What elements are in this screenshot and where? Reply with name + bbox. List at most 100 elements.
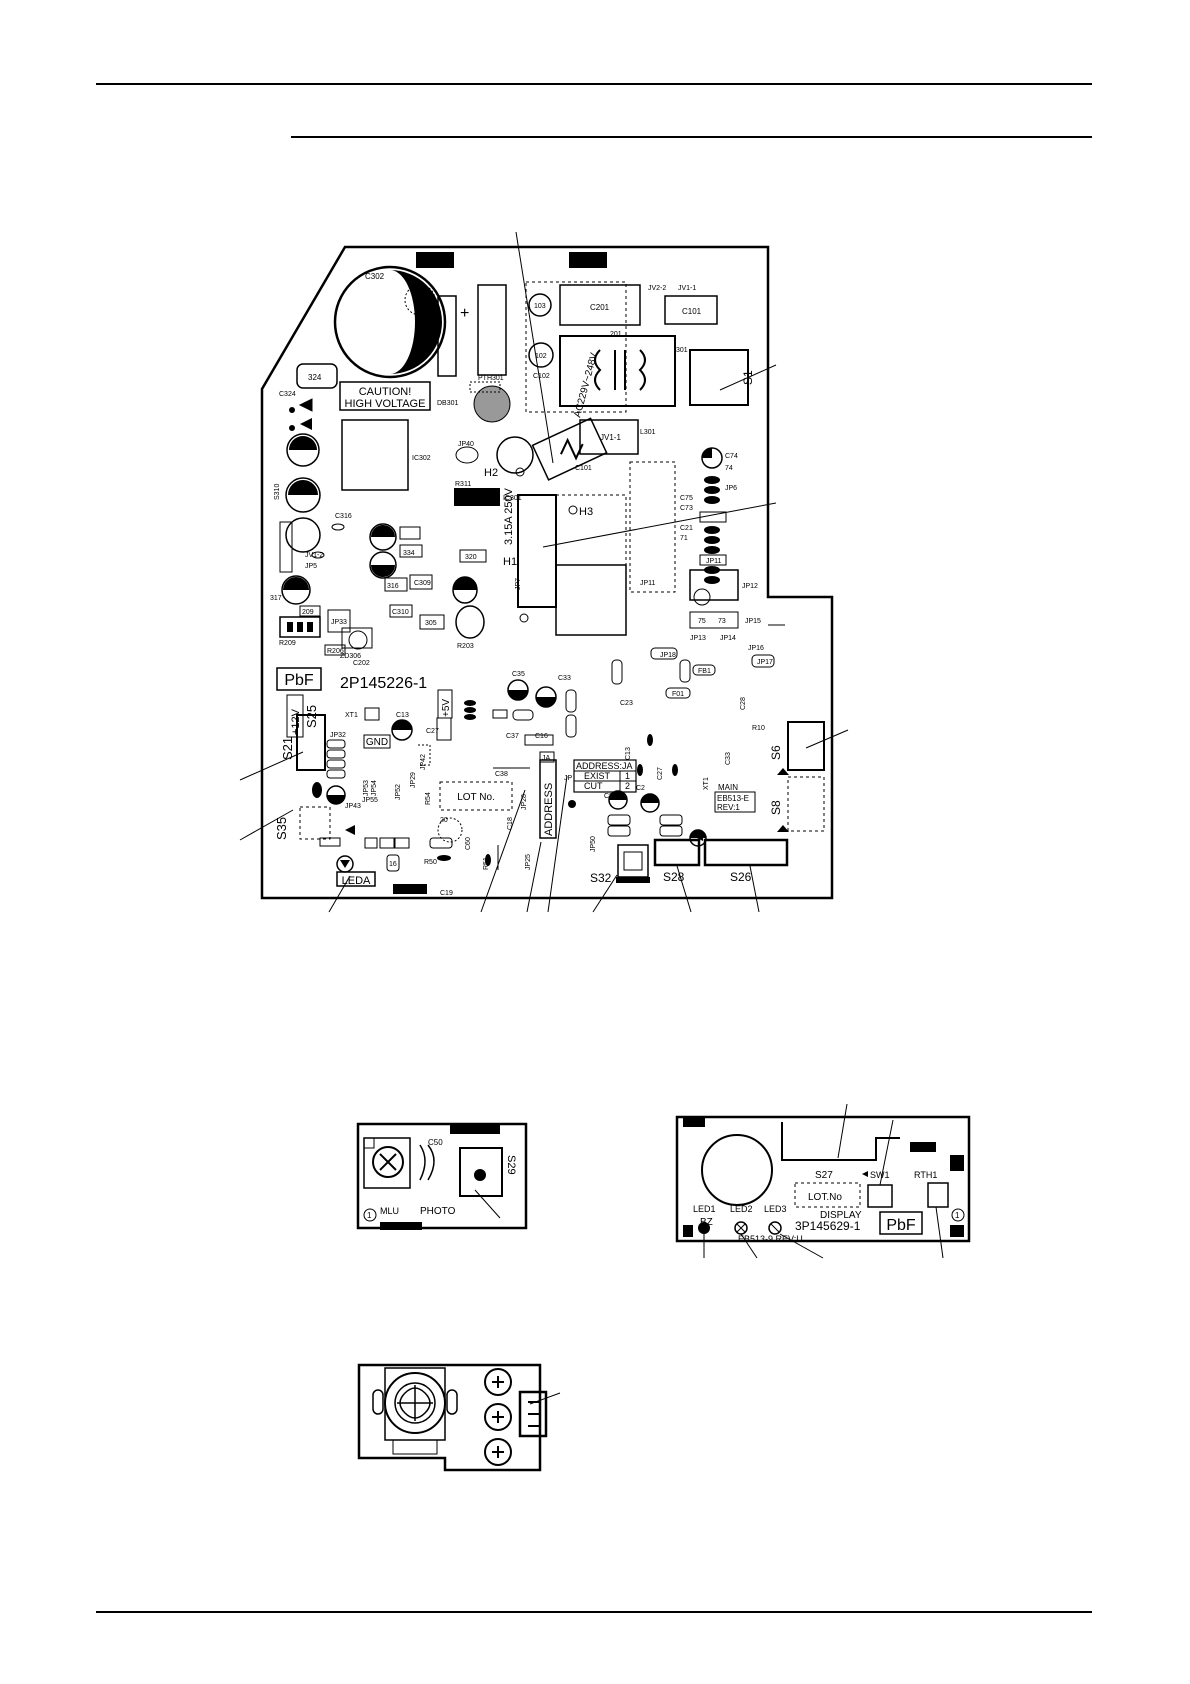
silk-74: JP17 <box>757 659 773 666</box>
label-address: ADDRESS <box>543 783 555 836</box>
photo-c50: C50 <box>428 1138 443 1147</box>
address-row1-value: 1 <box>625 771 630 781</box>
display-display: DISPLAY <box>820 1210 862 1221</box>
display-led2: LED2 <box>730 1204 753 1214</box>
silk-103: 103 <box>534 303 546 310</box>
label-jr1: JA <box>542 755 551 762</box>
silk-l304: R203 <box>457 643 474 650</box>
silk-f01: C13 <box>396 712 409 719</box>
silk-r206: C21 <box>680 525 693 532</box>
silk-c14: 20 <box>440 817 448 824</box>
silk-320: 320 <box>465 554 477 561</box>
silk-jp42: R54 <box>425 792 432 805</box>
silk-jp31: JP54 <box>371 780 378 796</box>
display-pbf: PbF <box>886 1217 916 1234</box>
connector-s26: S26 <box>730 870 752 884</box>
silk-201: C101 <box>682 307 702 316</box>
connector-s35: S35 <box>274 817 289 840</box>
address-row2-value: 2 <box>625 781 630 791</box>
connector-s32: S32 <box>590 871 612 885</box>
display-pin1: 1 <box>955 1211 960 1220</box>
silk-307: JP33 <box>331 619 347 626</box>
silk-c314: 317 <box>270 595 282 602</box>
silk-jp16: XT1 <box>703 777 710 790</box>
silk-fb2: C27 <box>426 728 439 735</box>
address-table-title: ADDRESS:JA <box>576 761 633 771</box>
label-gnd: GND <box>366 737 388 748</box>
silk-c310: C202 <box>353 660 370 667</box>
silk-jp50: JP50 <box>590 836 597 852</box>
silk-jv1-1: 301 <box>676 347 688 354</box>
address-row1-label: EXIST <box>584 771 611 781</box>
sensor-pcb <box>357 1363 561 1472</box>
silk-db301: DB301 <box>437 400 459 407</box>
silk-c203: JP12 <box>742 583 758 590</box>
display-rev: EB513-9 REV:U <box>738 1234 803 1244</box>
silk-c36: JP42 <box>420 754 427 770</box>
photo-label-mlu: MLU <box>380 1206 399 1216</box>
main-lot-no: LOT No. <box>457 792 495 803</box>
svg-text:+: + <box>460 305 469 322</box>
silk-r202: C75 <box>680 495 693 502</box>
silk-jp32: JP55 <box>362 797 378 804</box>
silk-jp19: C33 <box>725 752 732 765</box>
main-rev: EB513-E <box>717 794 749 803</box>
silk-c75: JP13 <box>690 635 706 642</box>
main-pcb: C302 324 C324 CAUTION! HIGH VOLTAGE + PT… <box>260 245 834 900</box>
silk-jv2-2: JV2-2 <box>648 285 666 292</box>
silk-jp14: C28 <box>740 697 747 710</box>
silk-jp40: JP5 <box>305 563 317 570</box>
silk-c306: S310 <box>274 484 281 500</box>
silk-334: 334 <box>403 550 415 557</box>
top-rule <box>96 83 1092 85</box>
silk-75: 75 <box>698 618 706 625</box>
main-leader-lines <box>239 231 849 913</box>
silk-xt1: C38 <box>495 771 508 778</box>
silk-101: JV1-1 <box>600 433 621 442</box>
silk-jp15: R10 <box>752 725 765 732</box>
silk-jp13: C23 <box>620 700 633 707</box>
silk-ic4: C33 <box>558 675 571 682</box>
connector-s25: S25 <box>304 705 319 728</box>
display-lot: LOT.No <box>808 1192 842 1203</box>
display-pcb: BZ S27 LOT.No SW1 RTH1 1 LED1 LED2 LED3 … <box>675 1103 971 1259</box>
silk-c204: 74 <box>725 465 733 472</box>
silk-c324: C324 <box>279 391 296 398</box>
label-h1: H1 <box>503 556 517 568</box>
silk-r310: C316 <box>335 513 352 520</box>
silk-jp17: C13 <box>625 747 632 760</box>
silk-c202: C74 <box>725 453 738 460</box>
silk-21: JP18 <box>660 652 676 659</box>
silk-jp27: JP52 <box>395 784 402 800</box>
silk-jp52: C16 <box>535 733 548 740</box>
section-rule <box>291 136 1092 138</box>
fuse-rating: 3.15A 250V <box>503 487 515 545</box>
silk-312: R206 <box>327 648 344 655</box>
silk-fu2: XT1 <box>345 712 358 719</box>
silk-r52: C60 <box>465 837 472 850</box>
silk-313: 209 <box>302 609 314 616</box>
display-led1: LED1 <box>693 1204 716 1214</box>
silk-jp53: C18 <box>507 817 514 830</box>
silk-r204: JP6 <box>725 485 737 492</box>
silk-c2: C2 <box>636 785 645 792</box>
bottom-rule <box>96 1611 1092 1613</box>
silk-jp54: C19 <box>440 890 453 897</box>
silk-c74: JP16 <box>748 645 764 652</box>
silk-c73: JP14 <box>720 635 736 642</box>
caution-line2: HIGH VOLTAGE <box>345 398 426 410</box>
silk-jp25: JP25 <box>525 854 532 870</box>
connector-s6: S6 <box>769 745 783 760</box>
display-led3: LED3 <box>764 1204 787 1214</box>
silk-s310: R311 <box>455 481 471 488</box>
photo-connector-s29: S29 <box>505 1155 517 1175</box>
silk-hic1: JP11 <box>640 580 656 587</box>
connector-s21: S21 <box>280 737 295 760</box>
silk-v1: C101 <box>575 465 592 472</box>
label-leda: LEDA <box>342 875 371 887</box>
silk-ic301: ZD306 <box>340 653 361 660</box>
silk-r209: 71 <box>680 535 688 542</box>
main-rev2: REV:1 <box>717 803 740 812</box>
silk-317: C310 <box>392 609 409 616</box>
